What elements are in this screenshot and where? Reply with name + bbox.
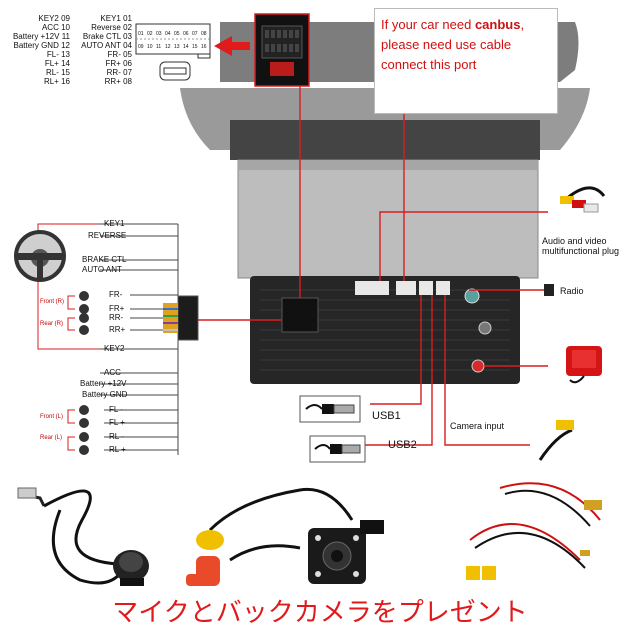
pin-label-08: RR+ 08 (104, 77, 132, 86)
wire-label-fl-minus: FL - (109, 405, 123, 414)
face-pin: 14 (183, 44, 189, 50)
wire-label-key1: KEY1 (104, 219, 125, 228)
pin-label-04: AUTO ANT 04 (81, 41, 132, 50)
face-pin: 13 (174, 44, 180, 50)
pin-label-06: FR+ 06 (105, 59, 132, 68)
face-pin: 04 (165, 31, 171, 37)
metal-side-panel (237, 159, 539, 279)
pin-label-11: Battery +12V 11 (12, 32, 70, 41)
radio-connector-icon (544, 284, 554, 296)
promo-banner: マイクとバックカメラをプレゼント (112, 598, 528, 628)
canbus-note-line2: please need use cable (381, 37, 512, 52)
label-usb2: USB2 (388, 439, 417, 451)
label-front-r: Front (R) (40, 299, 64, 305)
usb-socket-2 (436, 281, 450, 295)
pin-label-02: Reverse 02 (91, 23, 132, 32)
label-camera-input: Camera input (450, 421, 505, 431)
label-rear-l: Rear (L) (40, 435, 63, 441)
canbus-note-line3: connect this port (381, 57, 477, 72)
canbus-socket (396, 281, 416, 295)
power-cable-icon (466, 482, 602, 580)
backup-camera-icon (186, 487, 384, 586)
pin-label-16: RL+ 16 (43, 77, 70, 86)
pin-label-07: RR- 07 (106, 68, 132, 77)
face-pin: 12 (165, 44, 171, 50)
wire-label-rl-plus: RL + (109, 445, 126, 454)
wire-label-battery: Battery +12V (80, 379, 127, 388)
wire-label-reverse: REVERSE (88, 231, 127, 240)
wire-label-rl-minus: RL - (109, 432, 124, 441)
head-unit-bezel (230, 120, 540, 160)
speaker-icons (79, 291, 89, 455)
pin-label-12: Battery GND 12 (13, 41, 70, 50)
microphone-icon (17, 487, 149, 586)
red-button-icon (566, 346, 602, 384)
label-radio: Radio (560, 286, 584, 296)
pin-label-03: Brake CTL 03 (82, 32, 132, 41)
pin-label-15: RL- 15 (45, 68, 70, 77)
face-pin: 03 (156, 31, 162, 37)
face-pin: 16 (201, 44, 207, 50)
wire-label-rr-plus: RR+ (109, 325, 126, 334)
steering-wheel-icon (14, 230, 66, 282)
face-pin: 08 (201, 31, 207, 37)
face-pin: 10 (147, 44, 153, 50)
usb-socket-1 (419, 281, 433, 295)
pin-label-05: FR- 05 (107, 50, 132, 59)
wire-label-key2: KEY2 (104, 344, 125, 353)
face-pin: 09 (138, 44, 144, 50)
wire-label-acc: ACC (104, 368, 121, 377)
radio-socket (464, 288, 480, 304)
camera-rca-plug-icon (538, 420, 574, 461)
canbus-callout: If your car need canbus, please need use… (374, 8, 558, 114)
pin-label-01: KEY1 01 (100, 14, 132, 23)
av-socket (355, 281, 389, 295)
pin-label-09: KEY2 09 (38, 14, 70, 23)
face-pin: 11 (156, 44, 162, 50)
wire-label-auto-ant: AUTO ANT (82, 265, 122, 274)
label-front-l: Front (L) (40, 414, 64, 420)
red-button-socket (471, 359, 485, 373)
wire-label-fr-plus: FR+ (109, 304, 125, 313)
label-rear-r: Rear (R) (40, 321, 64, 327)
pin-label-14: FL+ 14 (44, 59, 70, 68)
face-pin: 05 (174, 31, 180, 37)
face-pin: 07 (192, 31, 198, 37)
wire-label-fr-minus: FR- (109, 290, 123, 299)
harness-plug (163, 295, 199, 341)
face-pin: 01 (138, 31, 144, 37)
rca-av-plug-icon (560, 186, 606, 213)
red-wires (188, 86, 548, 446)
wire-label-fl-plus: FL + (109, 418, 125, 427)
face-pin: 06 (183, 31, 189, 37)
face-pin: 02 (147, 31, 153, 37)
canbus-note-line1: If your car need canbus, (381, 17, 525, 32)
arrow-icon (214, 36, 250, 56)
harness-socket (281, 297, 319, 333)
pin-label-13: FL- 13 (46, 50, 70, 59)
face-pin: 15 (192, 44, 198, 50)
wire-label-battery-gnd: Battery GND (82, 390, 128, 399)
wire-label-brake: BRAKE CTL (82, 255, 127, 264)
label-av-line1: Audio and video (542, 236, 607, 246)
label-av-line2: multifunctional plug (542, 246, 620, 256)
pin-label-10: ACC 10 (41, 23, 70, 32)
label-usb1: USB1 (372, 410, 401, 422)
wire-label-rr-minus: RR- (109, 313, 124, 322)
